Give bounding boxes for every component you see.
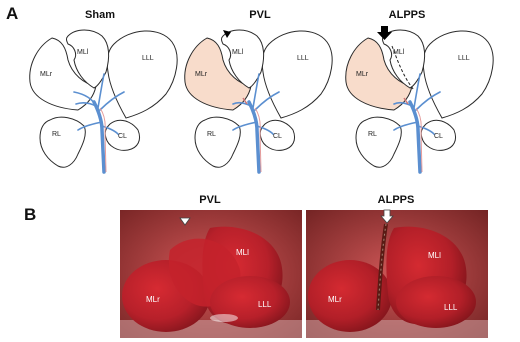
- alpps-label-lll: LLL: [458, 55, 470, 62]
- sham-label-cl: CL: [118, 133, 127, 140]
- alpps-photo-lobe-lll: [396, 276, 476, 328]
- alpps-diagram: MLl MLr LLL RL CL: [338, 22, 498, 177]
- photo-title-pvl: PVL: [170, 194, 250, 206]
- pvl-lobe-rl: [195, 117, 240, 167]
- pvl-photo-label-lll: LLL: [258, 300, 272, 309]
- pvl-photo-label-mlr: MLr: [146, 295, 160, 304]
- alpps-label-mlr: MLr: [356, 71, 369, 78]
- photo-title-alpps: ALPPS: [356, 194, 436, 206]
- panel-b-label: B: [24, 205, 36, 225]
- pvl-label-mlr: MLr: [195, 71, 208, 78]
- alpps-liver-photo: MLl MLr LLL: [306, 210, 488, 338]
- sham-label-rl: RL: [52, 131, 61, 138]
- diagram-title-alpps: ALPPS: [367, 9, 447, 21]
- pvl-lobe-lll: [262, 31, 332, 118]
- alpps-photo-label-lll: LLL: [444, 303, 458, 312]
- sham-lobe-rl: [40, 117, 85, 167]
- alpps-lobe-rl: [356, 117, 401, 167]
- pvl-diagram: MLl MLr LLL RL CL: [177, 22, 337, 177]
- sham-lobe-lll: [107, 31, 177, 118]
- sham-label-lll: LLL: [142, 55, 154, 62]
- pvl-photo-label-mli: MLl: [236, 248, 249, 257]
- pvl-liver-photo: MLl MLr LLL: [120, 210, 302, 338]
- alpps-label-cl: CL: [434, 133, 443, 140]
- pvl-label-rl: RL: [207, 131, 216, 138]
- pvl-label-lll: LLL: [297, 55, 309, 62]
- sham-label-mlr: MLr: [40, 71, 53, 78]
- alpps-label-rl: RL: [368, 131, 377, 138]
- alpps-lobe-lll: [423, 31, 493, 118]
- pvl-label-mli: MLl: [232, 49, 244, 56]
- alpps-label-mli: MLl: [393, 49, 405, 56]
- diagram-title-pvl: PVL: [220, 9, 300, 21]
- alpps-photo-label-mlr: MLr: [328, 295, 342, 304]
- sham-label-mli: MLl: [77, 49, 89, 56]
- alpps-photo-label-mli: MLl: [428, 251, 441, 260]
- panel-a-label: A: [6, 4, 18, 24]
- diagram-title-sham: Sham: [60, 9, 140, 21]
- sham-diagram: MLl MLr LLL RL CL: [22, 22, 182, 177]
- pvl-label-cl: CL: [273, 133, 282, 140]
